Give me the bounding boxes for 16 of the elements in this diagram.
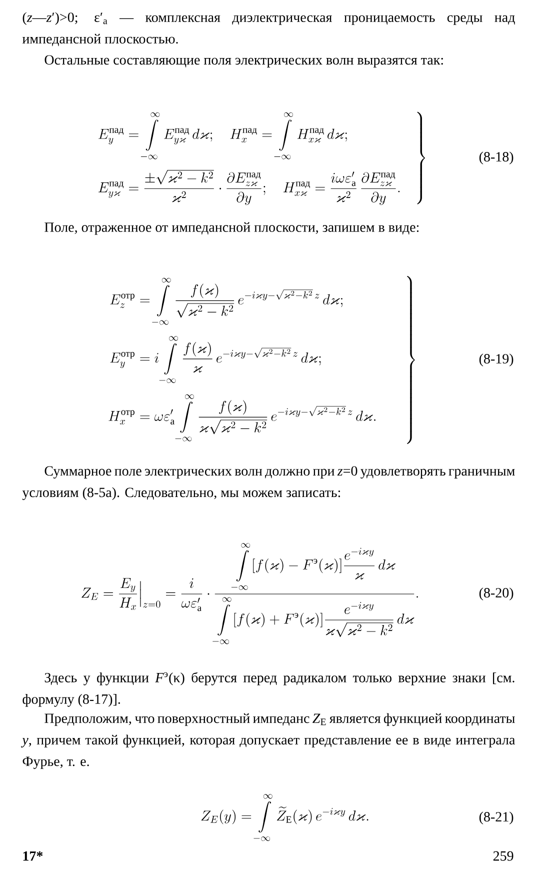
equation-number: (8-19) xyxy=(479,354,514,366)
equation-number: (8-20) xyxy=(479,588,514,600)
equation: $\left.\begin{aligned} E_y^{\text{пад}} &= \int\limits_{-\infty}^{\infty} E_{y\varkappa}^{\text{пад}}\,d\varkappa;\quad H_x^{\text{пад}} = \int\limits_{-\infty}^{\infty} H_{x\varkappa}^{\text{пад}}\,d\varkappa;\\[4pt] E_{y\varkappa}^{\text{пад}} &= \frac{\pm\sqrt{\varkappa^2-k^2}}{\varkappa^2}\cdot\frac{\partial E_{z\varkappa}^{\text{пад}}}{\partial y};\quad H_{x\varkappa}^{\text{пад}} = \frac{i\omega\varepsilon'_{\text{а}}}{\varkappa^2}\,\frac{\partial E_{z\varkappa}^{\text{пад}}}{\partial y}.\end{aligned}\quad\right\}$ xyxy=(98,112,425,206)
paragraph: Предположим, что поверхностный импеданс Z$_{E}$ является функцией координаты y, причем такой функцией, которая допускает представление ее в виде интеграла Фурье, т. е. xyxy=(21,713,515,769)
paragraph: Остальные составляющие поля электрических волн выразятся так: xyxy=(44,55,443,68)
page-number: 259 xyxy=(493,851,514,861)
paragraph: Поле, отраженное от импедансной плоскости, запишем в виде: xyxy=(44,222,419,235)
equation-number: (8-21) xyxy=(479,812,514,824)
signature-mark: 17* xyxy=(23,851,43,861)
equation: $\left.\begin{aligned} E_z^{\text{отр}} &= \int\limits_{-\infty}^{\infty}\frac{f(\varkappa)}{\sqrt{\varkappa^2-k^2}}\,e^{-i\varkappa y-\sqrt{\varkappa^2-k^2}\,z}\,d\varkappa;\\[4pt] E_y^{\text{отр}} &= i\int\limits_{-\infty}^{\infty}\frac{f(\varkappa)}{\varkappa}\,e^{-i\varkappa y-\sqrt{\varkappa^2-k^2}\,z}\,d\varkappa;\\[4pt] H_x^{\text{отр}} &= \omega\varepsilon'_{\text{а}}\int\limits_{-\infty}^{\infty}\frac{f(\varkappa)}{\varkappa\sqrt{\varkappa^2-k^2}}\,e^{-i\varkappa y-\sqrt{\varkappa^2-k^2}\,z}\,d\varkappa.\end{aligned}\qquad\right\}$ xyxy=(108,276,415,444)
paragraph: Здесь у функции F$^{э}$(κ) берутся перед радикалом только верхние знаки [см. формулу (8-17)]. xyxy=(22,672,514,707)
paragraph: Суммарное поле электрических волн должно при z=0 удовлетворять граничным условиям (8-5а). Следовательно, мы можем записать: xyxy=(22,466,515,500)
paragraph: (z—z′)>0; ε′$_{а}$ — комплексная диэлектрическая проницаемость среды над импедансной плоскостью. xyxy=(22,12,515,46)
equation: $Z_E(y)=\int\limits_{-\infty}^{\infty}\widetilde{Z}_{\text{E}}(\varkappa)\,e^{-i\varkappa y}\,d\varkappa.$ xyxy=(201,794,368,841)
equation: $Z_E=\frac{E_y}{H_x}\Big|_{z=0}=\frac{i}{\omega\varepsilon'_{\text{а}}}\cdot\frac{\displaystyle\int\limits_{-\infty}^{\infty}[f(\varkappa)-F^{\text{э}}(\varkappa)]\frac{e^{-i\varkappa y}}{\varkappa}\,d\varkappa}{\displaystyle\int\limits_{-\infty}^{\infty}[f(\varkappa)+F^{\text{э}}(\varkappa)]\frac{e^{-i\varkappa y}}{\varkappa\sqrt{\varkappa^2-k^2}}\,d\varkappa}.$ xyxy=(82,543,418,644)
equation-number: (8-18) xyxy=(479,152,514,164)
